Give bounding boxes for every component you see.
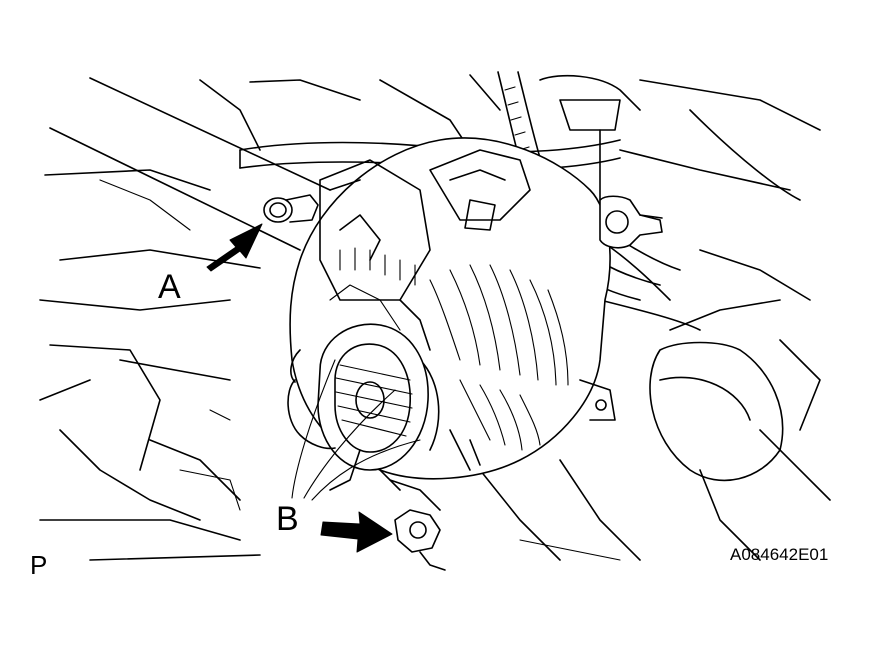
- label-p: P: [30, 550, 47, 580]
- wiring-harness: [239, 139, 701, 331]
- label-a: A: [158, 268, 181, 306]
- engine-bay-background: [39, 74, 831, 561]
- alternator-pulley: [287, 323, 429, 491]
- arrow-a-icon: [206, 223, 263, 272]
- figure-code: A084642E01: [730, 545, 828, 564]
- arrow-b-icon: [320, 511, 393, 553]
- bolt-b: [389, 479, 446, 571]
- leader-lines-b: [291, 359, 421, 501]
- label-b: B: [276, 500, 299, 538]
- bolt-a: [263, 194, 319, 223]
